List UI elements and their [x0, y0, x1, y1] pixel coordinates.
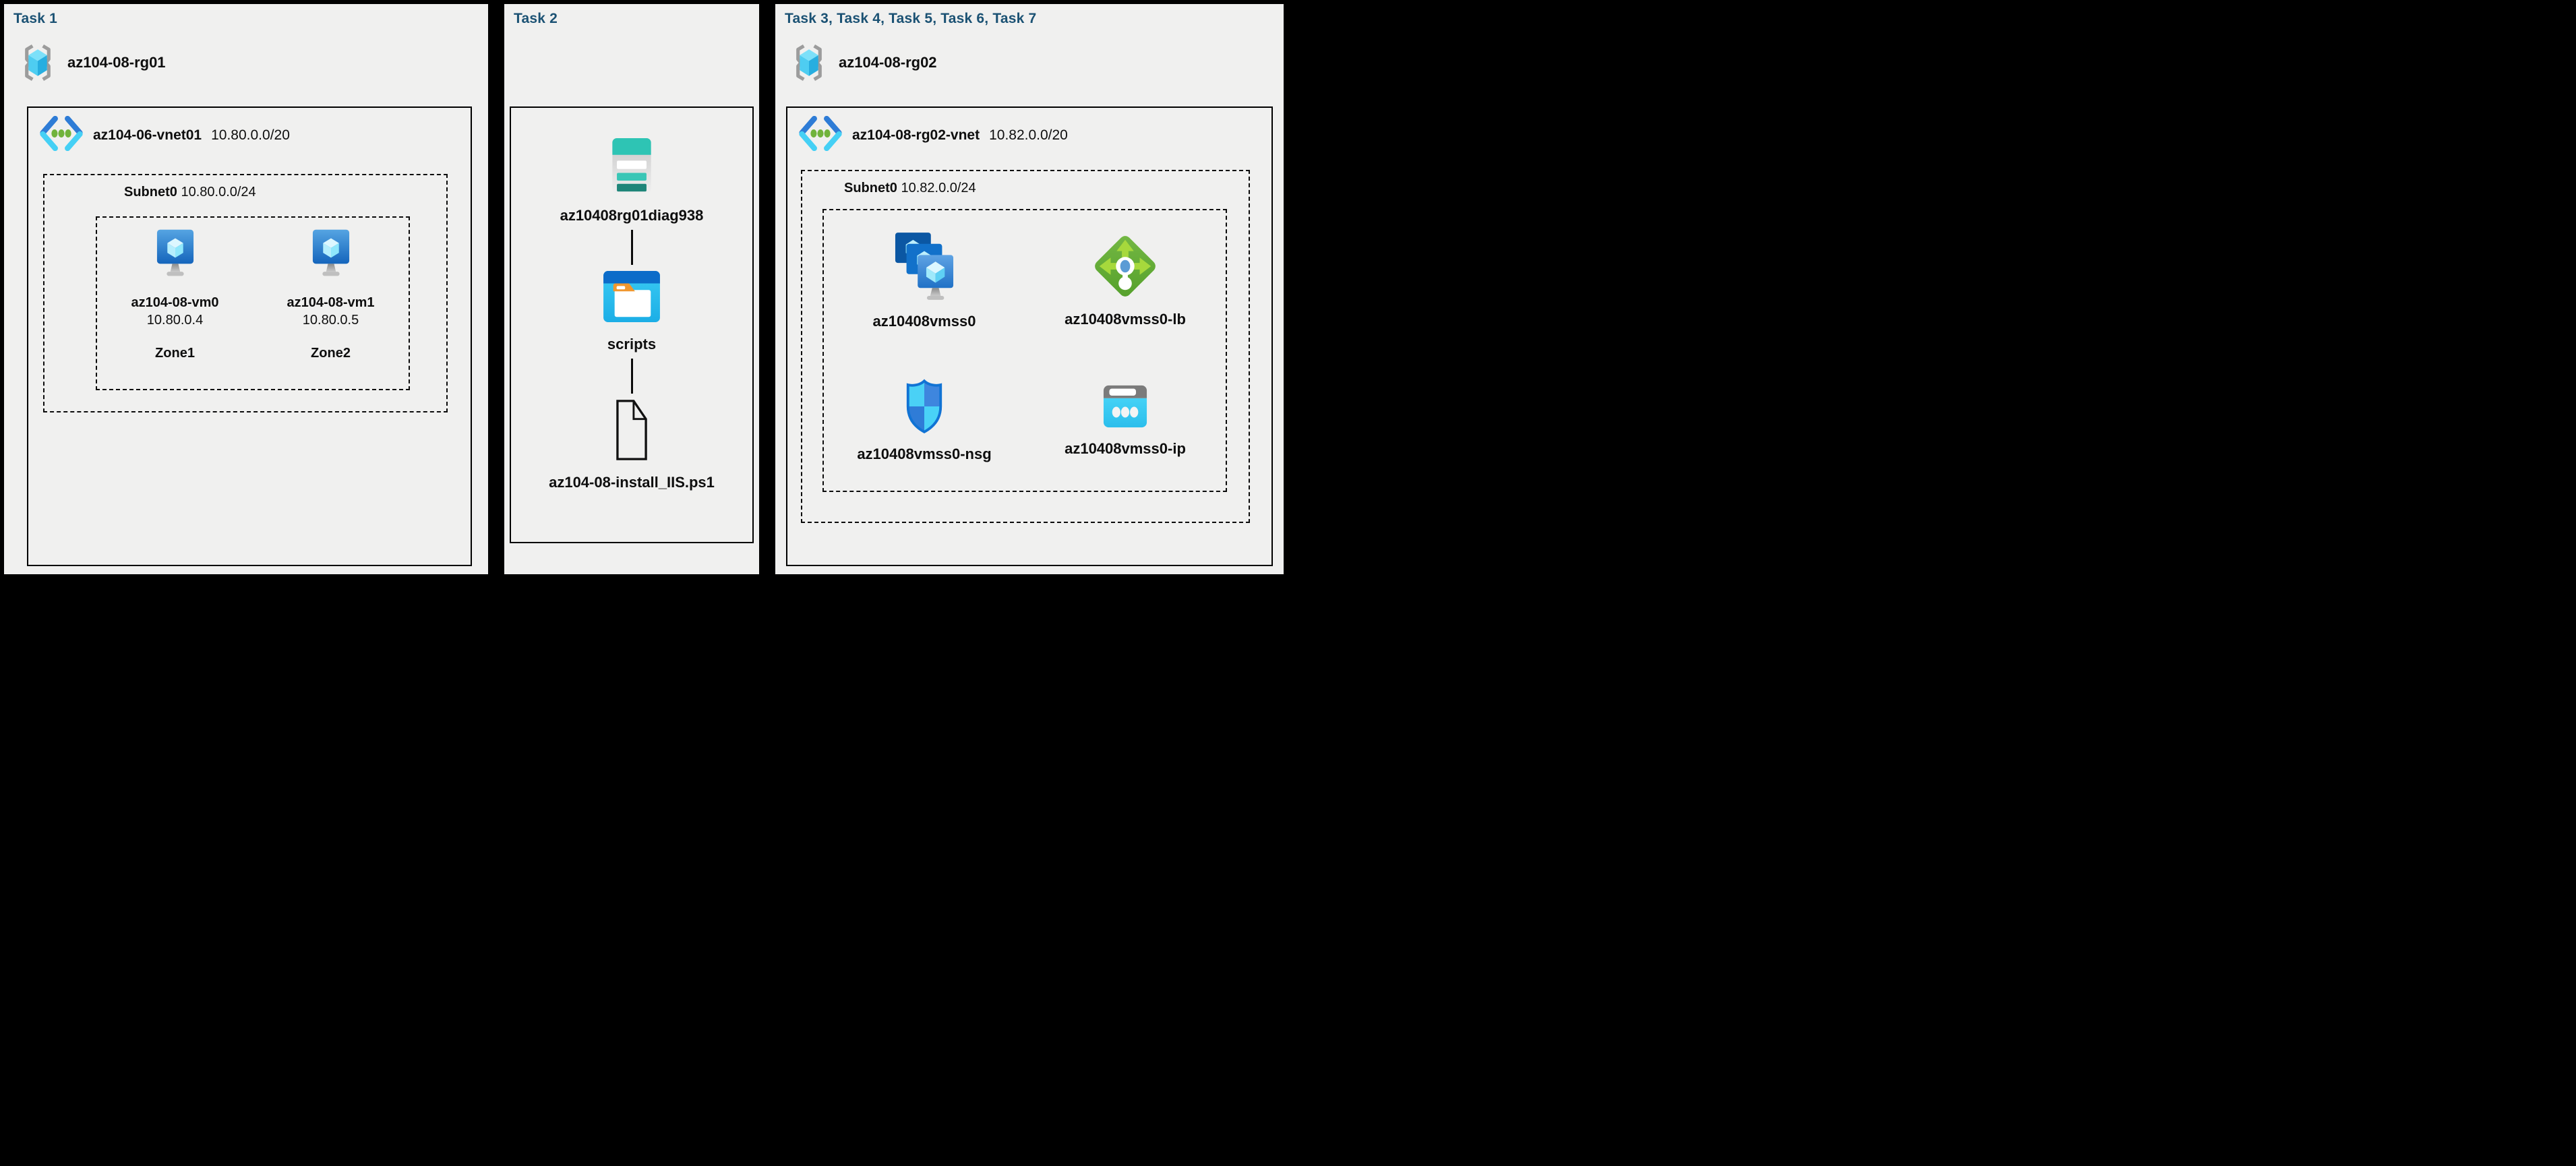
- vm1-item: az104-08-vm1 10.80.0.5 Zone2: [253, 218, 409, 389]
- task2-box: az10408rg01diag938 scripts: [510, 106, 754, 543]
- connector-line: [630, 230, 633, 265]
- subnet-name: Subnet0: [124, 185, 177, 200]
- vm-ip: 10.80.0.5: [302, 313, 359, 328]
- virtual-network-icon: [39, 115, 84, 154]
- subnet0-header: Subnet0 10.80.0.0/24: [124, 185, 256, 200]
- vm0-item: az104-08-vm0 10.80.0.4 Zone1: [97, 218, 253, 389]
- vnet-cidr: 10.82.0.0/20: [989, 127, 1068, 143]
- resource-group-name: az104-08-rg02: [839, 54, 937, 71]
- storage-account-name: az10408rg01diag938: [560, 207, 704, 224]
- resource-group-name: az104-08-rg01: [67, 54, 166, 71]
- blob-container-name: scripts: [607, 336, 657, 352]
- load-balancer-name: az10408vmss0-lb: [1065, 310, 1186, 328]
- vnet-name: az104-08-rg02-vnet: [852, 127, 980, 143]
- subnet0-header: Subnet0 10.82.0.0/24: [844, 181, 976, 196]
- subnet-name: Subnet0: [844, 181, 897, 195]
- vm-name: az104-08-vm0: [131, 295, 219, 310]
- blob-container-icon: [603, 270, 661, 326]
- task1-panel: Task 1 az104-08-rg01: [3, 3, 489, 576]
- vm-grid: az104-08-vm0 10.80.0.4 Zone1: [97, 218, 409, 389]
- public-ip-item: az10408vmss0-ip: [1025, 350, 1226, 491]
- load-balancer-item: az10408vmss0-lb: [1025, 210, 1226, 350]
- vm-zone: Zone1: [155, 346, 195, 361]
- public-ip-name: az10408vmss0-ip: [1065, 439, 1186, 457]
- vmss-resources-box: az10408vmss0: [822, 209, 1227, 492]
- virtual-network-icon: [798, 115, 843, 154]
- resource-group-rg02: az104-08-rg02: [793, 43, 937, 82]
- vnet-cidr: 10.80.0.0/20: [211, 127, 290, 143]
- task3-panel: Task 3, Task 4, Task 5, Task 6, Task 7 a…: [774, 3, 1285, 576]
- task2-panel: Task 2 az10408rg01diag938: [503, 3, 760, 576]
- resources-grid: az10408vmss0: [824, 210, 1226, 491]
- vnet01-box: az104-06-vnet01 10.80.0.0/20 Subnet0 10.…: [27, 106, 472, 566]
- nsg-item: az10408vmss0-nsg: [824, 350, 1025, 491]
- public-ip-icon: [1102, 384, 1148, 432]
- vnet-name: az104-06-vnet01: [93, 127, 202, 143]
- rg02-vnet-header: az104-08-rg02-vnet 10.82.0.0/20: [798, 115, 1068, 154]
- virtual-machine-icon: [156, 228, 195, 282]
- vmss-icon: [894, 231, 955, 305]
- vnet01-header: az104-06-vnet01 10.80.0.0/20: [39, 115, 290, 154]
- load-balancer-icon: [1092, 233, 1158, 303]
- vm-zone: Zone2: [311, 346, 351, 361]
- vmss-name: az10408vmss0: [872, 312, 976, 330]
- vm-name: az104-08-vm1: [287, 295, 375, 310]
- connector-line: [630, 359, 633, 394]
- resource-group-icon: [793, 43, 825, 82]
- storage-account-icon: [611, 137, 652, 197]
- subnet0-box: Subnet0 10.80.0.0/24: [43, 174, 448, 412]
- task1-title: Task 1: [13, 11, 58, 26]
- azure-architecture-diagram: Task 1 az104-08-rg01: [0, 0, 1288, 583]
- vm-ip: 10.80.0.4: [146, 313, 204, 328]
- subnet0-box: Subnet0 10.82.0.0/24: [801, 170, 1250, 523]
- resource-group-rg01: az104-08-rg01: [22, 43, 166, 82]
- nsg-name: az10408vmss0-nsg: [857, 445, 992, 462]
- storage-stack: az10408rg01diag938 scripts: [511, 108, 752, 491]
- subnet-cidr: 10.82.0.0/24: [901, 181, 976, 195]
- virtual-machine-icon: [311, 228, 351, 282]
- subnet-cidr: 10.80.0.0/24: [181, 185, 256, 200]
- availability-zones-box: az104-08-vm0 10.80.0.4 Zone1: [96, 216, 410, 390]
- resource-group-icon: [22, 43, 54, 82]
- rg02-vnet-box: az104-08-rg02-vnet 10.82.0.0/20 Subnet0 …: [786, 106, 1273, 566]
- nsg-shield-icon: [903, 378, 945, 437]
- file-icon: [615, 399, 649, 464]
- vmss-item: az10408vmss0: [824, 210, 1025, 350]
- task2-title: Task 2: [514, 11, 558, 26]
- task3-title: Task 3, Task 4, Task 5, Task 6, Task 7: [785, 11, 1037, 26]
- script-file-name: az104-08-install_IIS.ps1: [549, 474, 715, 491]
